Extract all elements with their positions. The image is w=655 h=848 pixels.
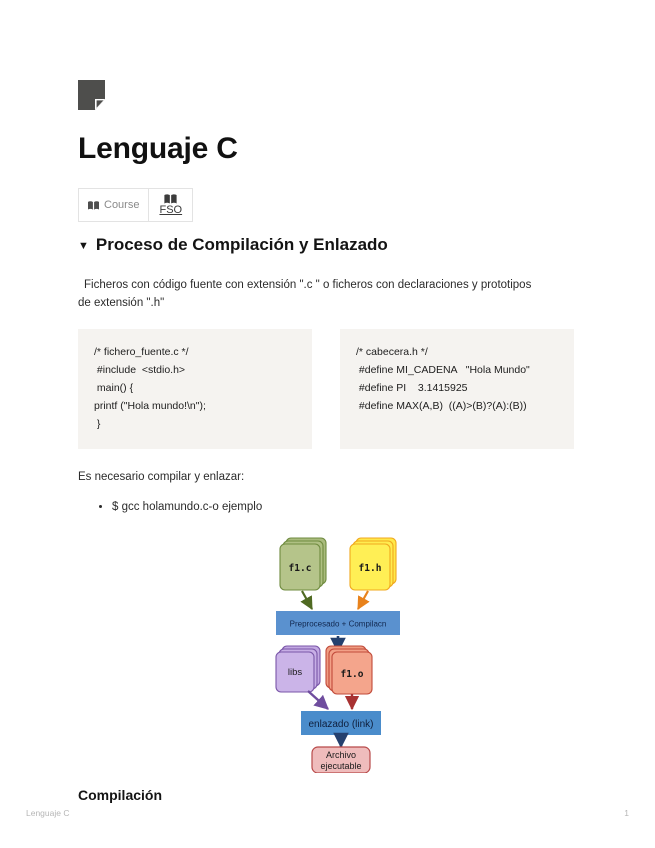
page-footer: Lenguaje C 1 (26, 808, 629, 818)
diagram-container: f1.c f1.h Preprocesado + Compilacn (78, 533, 597, 773)
diagram-label-preprocess-compile: Preprocesado + Compilacn (289, 619, 386, 628)
code-boxes-row: /* fichero_fuente.c */ #include <stdio.h… (78, 328, 597, 449)
badge-group: Course FSO (78, 188, 194, 222)
diagram-label-source-files: f1.c (288, 563, 311, 574)
footer-page-number: 1 (624, 808, 629, 818)
diagram-node-executable: Archivo ejecutable (310, 745, 371, 773)
list-item: $ gcc holamundo.c-o ejemplo (112, 498, 597, 516)
diagram-node-preprocess-compile: Preprocesado + Compilacn (275, 610, 400, 635)
diagram-node-source-files: f1.c (278, 537, 327, 591)
diagram-label-executable-line2: ejecutable (320, 761, 361, 771)
page-content: Lenguaje C Course FSO ▼ Proceso de Co (78, 0, 597, 803)
section-heading-row[interactable]: ▼ Proceso de Compilación y Enlazado (78, 235, 597, 255)
section-heading-label: Proceso de Compilación y Enlazado (95, 235, 388, 254)
document-folded-corner-icon (78, 80, 105, 110)
badge-subject[interactable]: FSO (148, 189, 192, 221)
badge-subject-link[interactable]: FSO (159, 204, 183, 217)
diagram-node-link: enlazado (link) (300, 710, 381, 735)
compilation-linking-flow-diagram: f1.c f1.h Preprocesado + Compilacn (274, 537, 400, 773)
diagram-label-header-files: f1.h (358, 563, 381, 574)
badge-course-label: Course (104, 199, 140, 211)
book-icon (88, 200, 99, 210)
code-block-cabecera: /* cabecera.h */ #define MI_CADENA "Hola… (340, 328, 574, 449)
code-text: /* fichero_fuente.c */ #include <stdio.h… (94, 345, 206, 430)
diagram-label-link: enlazado (link) (308, 719, 373, 730)
code-text: /* cabecera.h */ #define MI_CADENA "Hola… (356, 345, 530, 412)
page-title: Lenguaje C (78, 132, 238, 165)
compile-paragraph: Es necesario compilar y enlazar: (78, 470, 245, 483)
book-icon (164, 194, 177, 205)
diagram-node-header-files: f1.h (348, 537, 397, 591)
code-block-fichero-fuente: /* fichero_fuente.c */ #include <stdio.h… (78, 328, 312, 449)
diagram-label-object-files: f1.o (340, 669, 363, 680)
intro-paragraph: Ficheros con código fuente con extensión… (78, 279, 532, 309)
logo-container (78, 0, 597, 110)
diagram-label-libraries: libs (287, 667, 302, 678)
command-list: $ gcc holamundo.c-o ejemplo (78, 498, 597, 516)
diagram-node-object-files: f1.o (324, 645, 373, 695)
badge-course[interactable]: Course (79, 189, 148, 221)
diagram-node-libraries: libs (274, 645, 321, 693)
footer-document-name: Lenguaje C (26, 808, 70, 818)
chevron-down-icon[interactable]: ▼ (78, 239, 89, 252)
diagram-label-executable-line1: Archivo (325, 750, 355, 760)
subsection-heading: Compilación (78, 786, 163, 803)
